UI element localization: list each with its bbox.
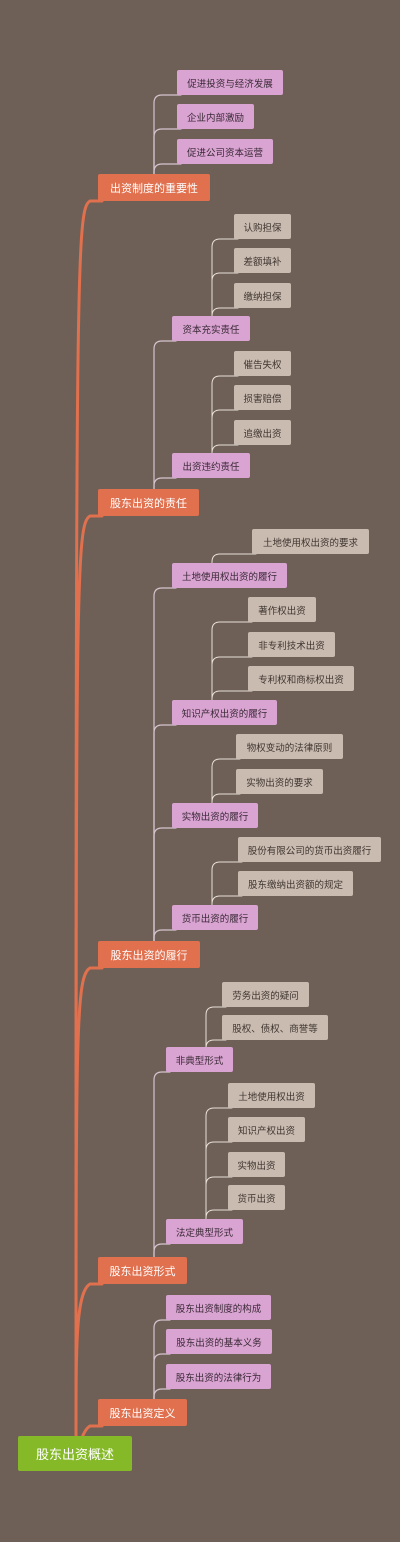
subtopic-line-0-2 [153, 163, 182, 175]
subtopic-4-2: 法定典型形式 [166, 1219, 243, 1244]
leaf-2-1-3: 缴纳担保 [234, 283, 291, 308]
subtopic-line-3-1 [153, 1243, 171, 1258]
leaf-4-2-2: 知识产权出资 [228, 1117, 305, 1142]
leaf-line-1-0-2 [211, 307, 239, 317]
subtopic-5-1: 股东出资制度的构成 [166, 1295, 271, 1320]
topic-5: 股东出资定义 [98, 1399, 187, 1426]
leaf-line-3-1-2 [205, 1176, 233, 1220]
leaf-line-2-1-1 [211, 656, 253, 701]
leaf-line-1-1-1 [211, 409, 239, 454]
leaf-3-3-1: 物权变动的法律原则 [236, 734, 343, 759]
leaf-2-2-2: 损害赔偿 [234, 385, 291, 410]
leaf-line-2-1-2 [211, 690, 253, 701]
leaf-line-3-1-3 [205, 1209, 233, 1220]
leaf-4-1-1: 劳务出资的疑问 [222, 982, 309, 1007]
leaf-2-1-1: 认购担保 [234, 214, 291, 239]
leaf-3-2-1: 著作权出资 [248, 597, 316, 622]
branch-line-2 [74, 966, 104, 1440]
subtopic-line-3-0 [153, 1071, 171, 1258]
subtopic-line-4-0 [153, 1319, 171, 1400]
subtopic-3-3: 实物出资的履行 [172, 803, 258, 828]
subtopic-4-1: 非典型形式 [166, 1047, 233, 1072]
branch-line-3 [74, 1282, 104, 1440]
subtopic-3-4: 货币出资的履行 [172, 905, 258, 930]
subtopic-line-0-0 [153, 94, 182, 175]
subtopic-line-2-1 [153, 724, 177, 942]
subtopic-5-3: 股东出资的法律行为 [166, 1364, 271, 1389]
topic-3: 股东出资的履行 [98, 941, 200, 968]
subtopic-line-1-0 [153, 340, 177, 490]
leaf-2-1-2: 差额填补 [234, 248, 291, 273]
subtopic-5-2: 股东出资的基本义务 [166, 1329, 272, 1354]
root-node: 股东出资概述 [18, 1436, 132, 1471]
leaf-line-3-1-1 [205, 1141, 233, 1220]
topic-4: 股东出资形式 [98, 1257, 187, 1284]
subtopic-1-2: 企业内部激励 [177, 104, 254, 129]
branch-line-1 [74, 514, 104, 1440]
subtopic-3-2: 知识产权出资的履行 [172, 700, 277, 725]
branch-line-0 [74, 199, 104, 1440]
leaf-3-3-2: 实物出资的要求 [236, 769, 323, 794]
leaf-2-2-1: 催告失权 [234, 351, 291, 376]
subtopic-3-1: 土地使用权出资的履行 [172, 563, 287, 588]
leaf-line-1-1-0 [211, 375, 239, 454]
leaf-3-4-2: 股东缴纳出资额的规定 [238, 871, 353, 896]
leaf-line-2-1-0 [211, 621, 253, 701]
leaf-line-2-2-0 [211, 758, 241, 804]
leaf-3-4-1: 股份有限公司的货币出资履行 [238, 837, 381, 862]
subtopic-1-3: 促进公司资本运营 [177, 139, 273, 164]
subtopic-line-1-1 [153, 477, 177, 490]
subtopic-line-4-2 [153, 1388, 171, 1400]
subtopic-1-1: 促进投资与经济发展 [177, 70, 283, 95]
leaf-line-3-0-0 [205, 1006, 227, 1048]
leaf-4-2-4: 货币出资 [228, 1185, 285, 1210]
topic-1: 出资制度的重要性 [98, 174, 210, 201]
subtopic-line-2-3 [153, 929, 177, 942]
subtopic-line-2-0 [153, 587, 177, 942]
leaf-4-2-1: 土地使用权出资 [228, 1083, 315, 1108]
leaf-line-2-3-1 [211, 895, 243, 906]
subtopic-2-1: 资本充实责任 [172, 316, 250, 341]
subtopic-2-2: 出资违约责任 [172, 453, 250, 478]
leaf-3-2-3: 专利权和商标权出资 [248, 666, 354, 691]
leaf-line-1-1-2 [211, 444, 239, 454]
subtopic-line-2-2 [153, 827, 177, 942]
leaf-line-1-0-1 [211, 272, 239, 317]
leaf-line-1-0-0 [211, 238, 239, 317]
leaf-3-2-2: 非专利技术出资 [248, 632, 335, 657]
leaf-2-2-3: 追缴出资 [234, 420, 291, 445]
leaf-3-1-1: 土地使用权出资的要求 [252, 529, 369, 554]
leaf-4-1-2: 股权、债权、商誉等 [222, 1015, 328, 1040]
leaf-line-2-0-0 [211, 553, 257, 564]
topic-2: 股东出资的责任 [98, 489, 199, 516]
subtopic-line-0-1 [153, 128, 182, 175]
leaf-4-2-3: 实物出资 [228, 1152, 285, 1177]
subtopic-line-4-1 [153, 1353, 171, 1400]
leaf-line-2-2-1 [211, 793, 241, 804]
leaf-line-2-3-0 [211, 861, 243, 906]
leaf-line-3-1-0 [205, 1107, 233, 1220]
